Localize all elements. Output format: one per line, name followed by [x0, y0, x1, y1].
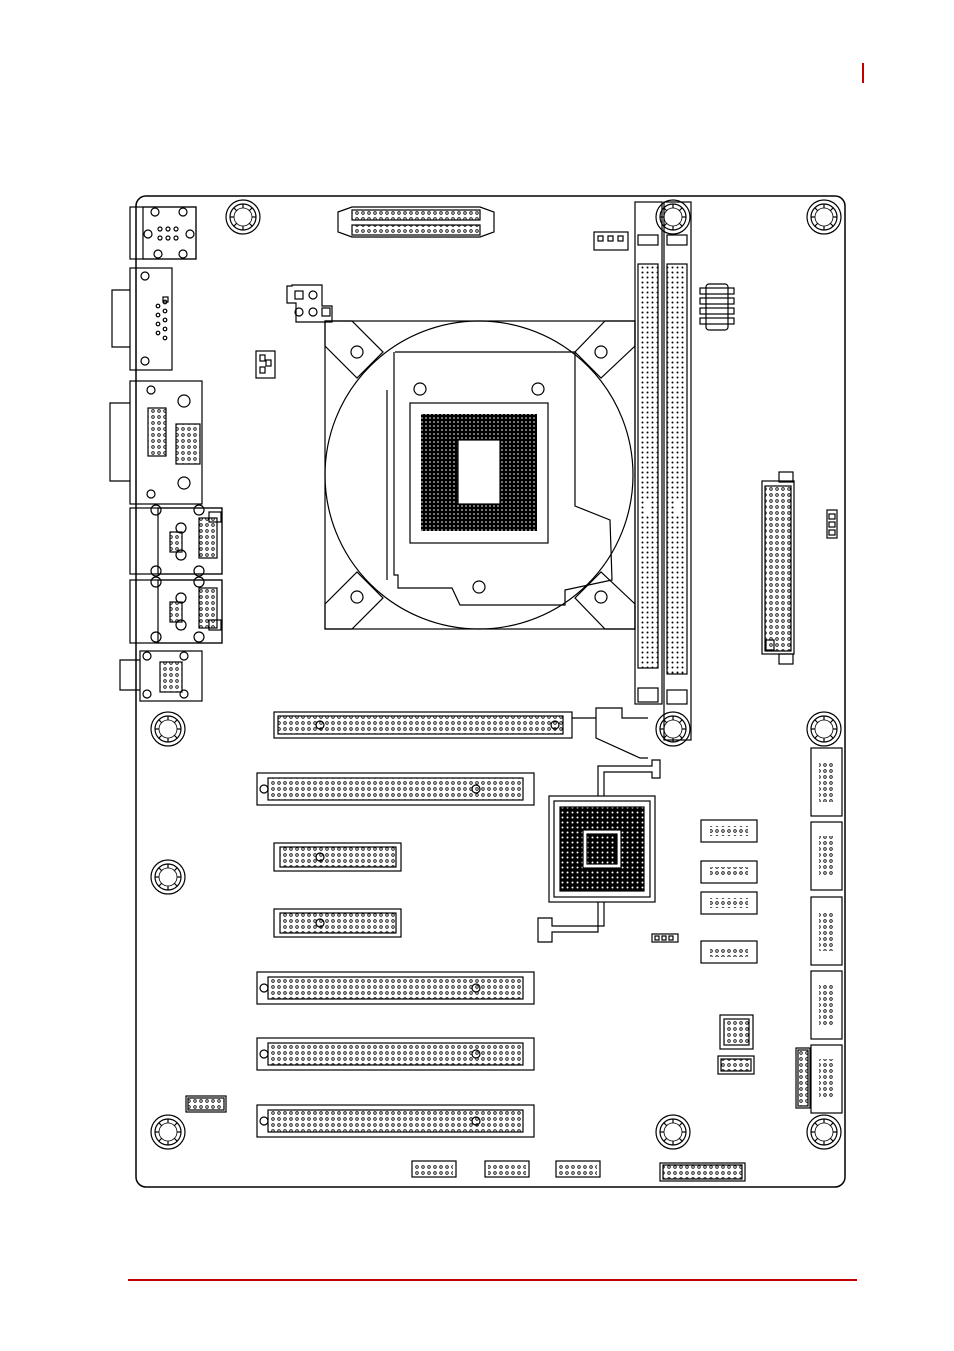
rear-io-lan-usb-2 — [130, 577, 222, 643]
memory-slot-1 — [635, 202, 662, 704]
bios-chip — [700, 284, 734, 330]
usb-header-vertical — [796, 1048, 810, 1108]
front-panel-header — [660, 1163, 745, 1181]
rear-io-audio — [120, 651, 202, 701]
mounting-holes — [151, 200, 841, 1149]
rear-io-lan-usb-1 — [130, 505, 222, 576]
right-edge-connectors — [811, 748, 842, 1113]
memory-slot-2 — [664, 202, 691, 740]
pci-slot-1 — [257, 773, 534, 805]
top-header-connector — [338, 207, 494, 237]
rear-io-vga — [112, 268, 172, 370]
footer-rule — [128, 1279, 857, 1281]
atx-power-connector — [762, 472, 794, 664]
pci-slot-3 — [257, 1038, 534, 1070]
fan-header-left — [256, 351, 275, 378]
chipset — [538, 760, 660, 942]
pcie-x1-slot-1 — [274, 843, 401, 871]
fan-header-right — [827, 510, 837, 538]
audio-header — [186, 1096, 226, 1112]
rear-io-ps2 — [130, 207, 196, 259]
sata-ports — [701, 820, 757, 963]
usb-headers — [412, 1161, 600, 1177]
pcie-x1-slot-2 — [274, 909, 401, 937]
cpu-power-connector — [287, 285, 332, 322]
jumper-cmos — [652, 934, 678, 942]
rear-io-dvi — [110, 381, 202, 504]
battery-chip — [718, 1015, 754, 1074]
fan-header-top — [594, 232, 628, 250]
pci-slot-4 — [257, 1105, 534, 1137]
cpu-socket — [410, 403, 548, 543]
pcie-x16-slot — [274, 708, 648, 758]
pci-slot-2 — [257, 972, 534, 1004]
